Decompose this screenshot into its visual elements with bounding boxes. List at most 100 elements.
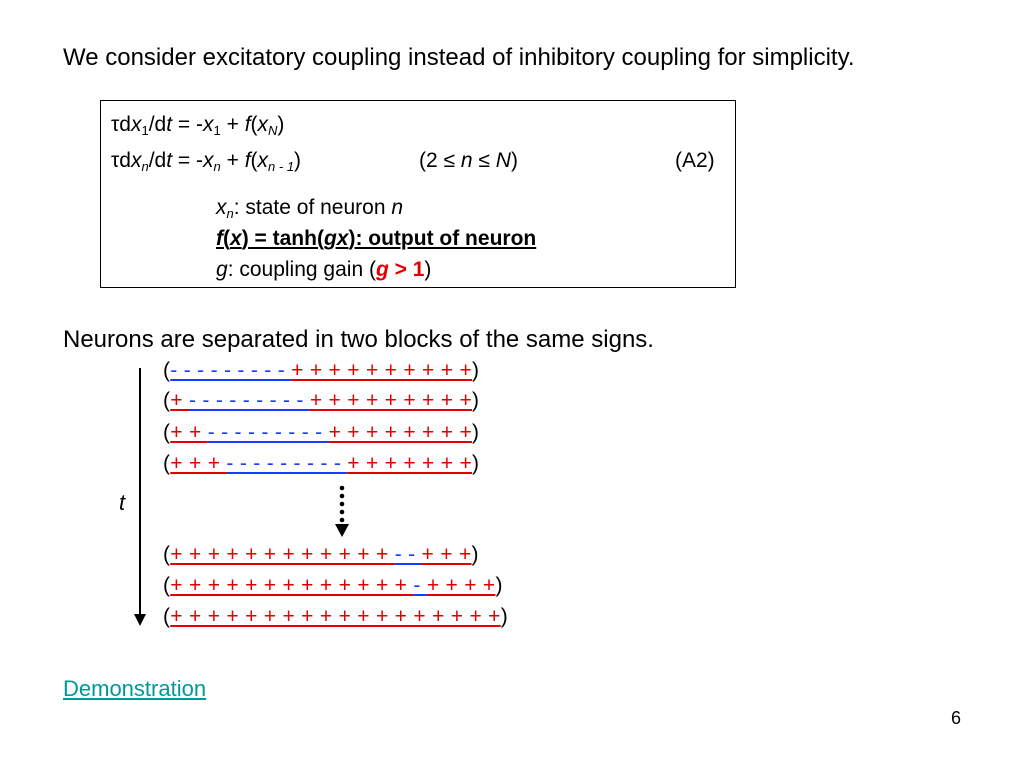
page-number: 6 — [951, 708, 962, 728]
def2-p2: ) = tanh( — [241, 227, 324, 250]
eq2-t: t — [166, 149, 173, 172]
eq2-mid: = - — [172, 149, 204, 172]
time-arrow-diagram — [134, 368, 349, 626]
sign-row-3: (+ + - - - - - - - - - + + + + + + + +) — [163, 421, 479, 445]
def3-gt: > 1 — [388, 258, 425, 281]
eq1-mid: = - — [172, 113, 204, 136]
sign-row-2: (+ - - - - - - - - - + + + + + + + + +) — [163, 389, 479, 413]
row-open-paren: ( — [163, 543, 171, 566]
eq2-sub: n — [141, 159, 149, 174]
plus-block: + — [170, 389, 189, 412]
def3-g2: g — [375, 258, 389, 281]
cond-close: ) — [510, 149, 518, 172]
cond-N: N — [495, 149, 511, 172]
eq2-plus: + — [220, 149, 245, 172]
cond-n: n — [460, 149, 473, 172]
equation-2: τdxn/dt = -xn + f(xn - 1) — [111, 149, 301, 174]
sign-row-6: (+ + + + + + + + + + + + + - + + + +) — [163, 574, 503, 598]
time-label: t — [119, 490, 126, 515]
eq1-x2: x — [203, 113, 214, 136]
row-close-paren: ) — [472, 452, 480, 475]
eq1-x: x — [130, 113, 142, 136]
ellipsis-arrowhead — [335, 524, 349, 537]
tau-symbol: τ — [111, 113, 120, 136]
def1-n: n — [391, 196, 404, 219]
ellipsis-dots — [339, 485, 345, 523]
cond-open: (2 ≤ — [419, 149, 461, 172]
def3-g: g — [216, 258, 228, 281]
sign-row-5: (+ + + + + + + + + + + + - - + + +) — [163, 543, 479, 567]
minus-block: - - - - - - - - - — [170, 359, 292, 382]
row-open-paren: ( — [163, 359, 171, 382]
sign-row-4: (+ + + - - - - - - - - - + + + + + + +) — [163, 452, 479, 476]
sign-row-7: (+ + + + + + + + + + + + + + + + + +) — [163, 605, 508, 629]
eq1-t: t — [166, 113, 173, 136]
plus-block: + + + + + + + + + — [309, 389, 473, 412]
equation-label: (A2) — [675, 149, 715, 172]
def1-text: : state of neuron — [233, 196, 392, 219]
plus-block: + + + — [421, 543, 472, 566]
eq2-close: ) — [294, 149, 302, 172]
eq1-sub2: 1 — [213, 123, 221, 138]
demonstration-link[interactable]: Demonstration — [63, 676, 207, 701]
row-close-paren: ) — [500, 605, 509, 628]
def2-p3: ): output of neuron — [348, 227, 537, 250]
plus-block: + + + + + + + + + + — [291, 359, 473, 382]
def2-p1: ( — [223, 227, 230, 250]
plus-block: + + + + — [426, 574, 496, 597]
equation-1: τdx1/dt = -x1 + f(xN) — [111, 113, 284, 138]
minus-block: - - - - - - - - - — [207, 421, 329, 444]
plus-block: + + + + + + + + + + + + + + + + + + — [170, 605, 501, 628]
eq1-open: ( — [250, 113, 258, 136]
definition-x: xn: state of neuron n — [216, 196, 403, 221]
plus-block: + + — [170, 421, 208, 444]
plus-block: + + + + + + + + + + + + + — [170, 574, 414, 597]
minus-block: - - - - - - - - - — [226, 452, 348, 475]
row-open-paren: ( — [163, 574, 171, 597]
row-close-paren: ) — [471, 543, 479, 566]
eq2-open: ( — [250, 149, 258, 172]
eq1-slash: /d — [148, 113, 167, 136]
eq2-sub2: n — [213, 159, 221, 174]
eq1-f: f — [244, 113, 251, 136]
row-open-paren: ( — [163, 389, 171, 412]
plus-block: + + + — [170, 452, 227, 475]
row-open-paren: ( — [163, 605, 171, 628]
minus-block: - - - - - - - - - — [189, 389, 310, 412]
plus-block: + + + + + + + + — [328, 421, 473, 444]
def1-sub: n — [226, 206, 234, 221]
minus-block: - - — [394, 543, 422, 566]
row-open-paren: ( — [163, 421, 171, 444]
eq2-d: d — [119, 149, 131, 172]
cond-le: ≤ — [472, 149, 496, 172]
equation-box: τdx1/dt = -x1 + f(xN) τdxn/dt = -xn + f(… — [100, 100, 736, 288]
row-close-paren: ) — [472, 421, 480, 444]
eq1-sub: 1 — [141, 123, 149, 138]
definition-g: g: coupling gain (g > 1) — [216, 258, 431, 282]
minus-block: - — [413, 574, 427, 597]
def1-x: x — [216, 196, 227, 219]
def2-x: x — [230, 227, 242, 250]
plus-block: + + + + + + + — [347, 452, 473, 475]
tau-symbol: τ — [111, 149, 120, 172]
eq2-x2: x — [203, 149, 214, 172]
row-close-paren: ) — [495, 574, 503, 597]
def3-close: ) — [424, 258, 432, 281]
definition-f: f(x) = tanh(gx): output of neuron — [216, 227, 536, 251]
slide-title: We consider excitatory coupling instead … — [63, 44, 855, 71]
eq2-subnm1: n - 1 — [268, 159, 295, 174]
section-heading: Neurons are separated in two blocks of t… — [63, 326, 654, 353]
eq2-slash: /d — [148, 149, 167, 172]
eq1-close: ) — [277, 113, 285, 136]
eq2-x3: x — [257, 149, 269, 172]
sign-row-1: (- - - - - - - - - + + + + + + + + + +) — [163, 359, 479, 383]
eq1-subN: N — [268, 123, 278, 138]
eq1-plus: + — [220, 113, 245, 136]
row-close-paren: ) — [472, 389, 480, 412]
eq1-x3: x — [257, 113, 269, 136]
def3-text: : coupling gain ( — [227, 258, 376, 281]
eq1-d: d — [119, 113, 131, 136]
plus-block: + + + + + + + + + + + + — [170, 543, 395, 566]
equation-2-condition: (2 ≤ n ≤ N) — [419, 149, 518, 173]
def2-gx: gx — [323, 227, 349, 250]
